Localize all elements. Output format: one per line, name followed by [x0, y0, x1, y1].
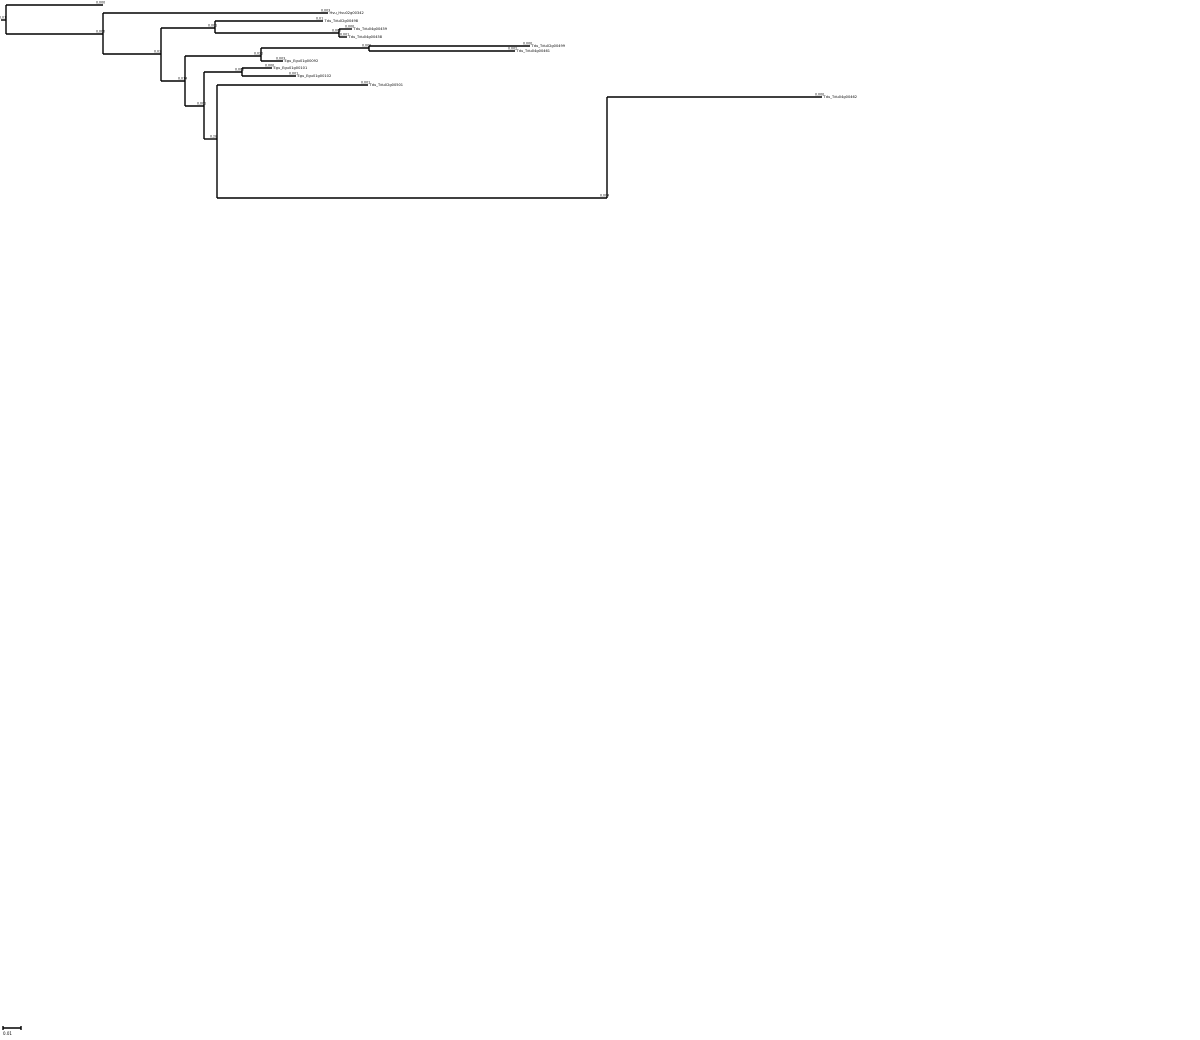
bootstrap-label: 0.001: [361, 81, 370, 85]
leaf-label: Tdu_Tdu02g00498: [324, 19, 359, 23]
bootstrap-label: 0.000: [523, 42, 532, 46]
leaf-label: Tdu_Tdu04g00458: [348, 35, 383, 39]
leaf-label: Tdu_Tdu02g00499: [531, 44, 566, 48]
leaf-label: Tdu_Tdu04g00461: [516, 49, 551, 53]
leaf-label: Tdu_Tdu02g00501: [369, 83, 404, 87]
bootstrap-label: 0.28: [210, 135, 217, 139]
bootstrap-label: 0.001: [340, 33, 349, 37]
leaf-label: Egu_Egu01g00092: [285, 59, 319, 63]
bootstrap-label: 0.000: [332, 29, 341, 33]
bootstrap-label: 0.01: [316, 17, 323, 21]
bootstrap-label: 0.002: [508, 47, 517, 51]
leaf-label: Egu_Egu01g00102: [298, 74, 332, 78]
bootstrap-label: 0.000: [96, 30, 105, 34]
bootstrap-label: 0.003: [276, 57, 285, 61]
bootstrap-label: 0.000: [235, 68, 244, 72]
tree-labels: 0.010.0000.0000.003Hvu_Hvu02g003420.030.…: [0, 1, 857, 198]
bootstrap-label: 0.03: [154, 50, 161, 54]
leaf-label: Tdu_Tdu04g00462: [823, 95, 858, 99]
tree-branches: [1, 4, 822, 199]
leaf-label: Hvu_Hvu02g00342: [330, 11, 364, 15]
bootstrap-label: 0.001: [208, 24, 217, 28]
bootstrap-label: 0.003: [321, 9, 330, 13]
bootstrap-label: 0.004: [600, 194, 609, 198]
bootstrap-label: 0.022: [254, 52, 263, 56]
bootstrap-label: 0.001: [289, 72, 298, 76]
bootstrap-label: 0.001: [197, 102, 206, 106]
scale-bar-label: 0.01: [3, 1031, 12, 1036]
bootstrap-label: 0.014: [178, 77, 187, 81]
leaf-label: Tdu_Tdu04g00459: [353, 27, 388, 31]
bootstrap-label: 0.000: [815, 93, 824, 97]
bootstrap-label: 0.000: [265, 64, 274, 68]
leaf-label: Egu_Egu01g00101: [274, 66, 308, 70]
bootstrap-label: 0.01: [0, 16, 6, 20]
bootstrap-label: 0.000: [362, 44, 371, 48]
bootstrap-label: 0.000: [345, 25, 354, 29]
bootstrap-label: 0.000: [96, 1, 105, 5]
scale-bar: 0.01: [2, 1026, 22, 1036]
